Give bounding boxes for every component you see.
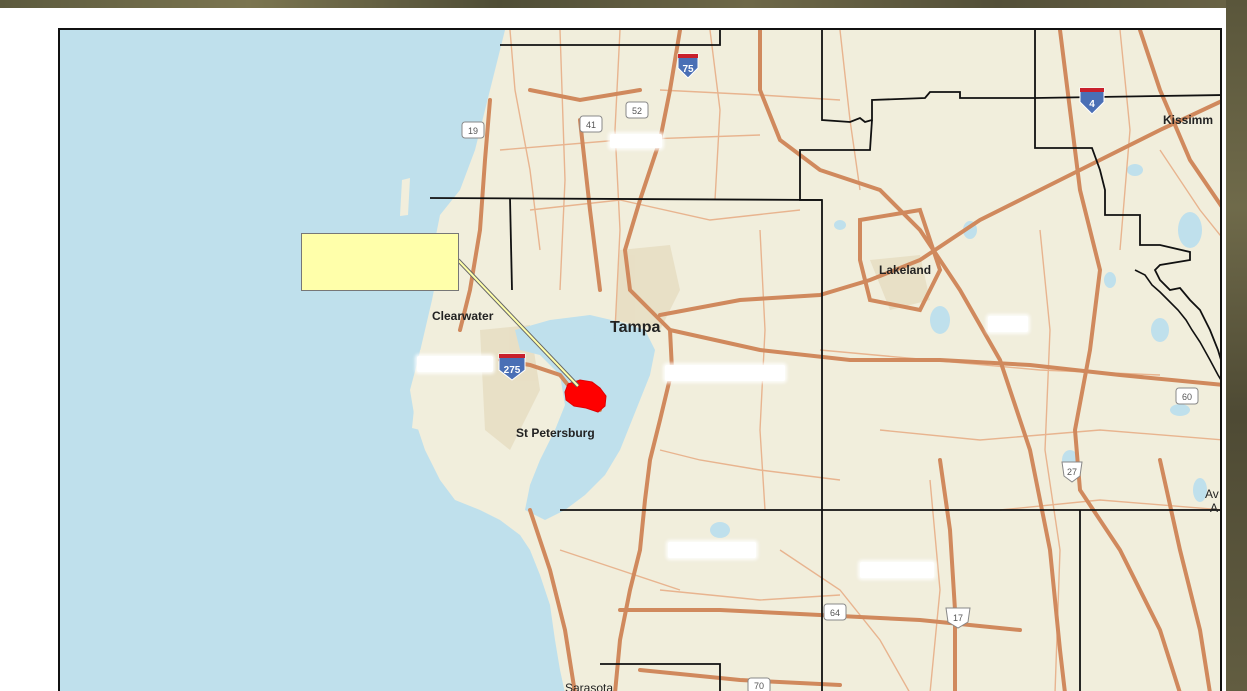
redacted-label-pasco [610,134,662,148]
road-lakeland-loop [858,207,943,313]
i75-road [613,30,682,691]
road-north-west [528,88,642,103]
label-st-petersburg: St Petersburg [516,426,595,440]
road-southeast [1158,458,1212,691]
svg-text:70: 70 [754,681,764,691]
callout-leader-inner [457,259,579,387]
highlighted-site-area[interactable] [564,379,607,413]
us60-road [668,328,1220,387]
svg-text:64: 64 [830,608,840,618]
i4-road [658,99,1220,317]
label-lakeland: Lakeland [879,263,931,277]
svg-text:75: 75 [682,64,694,75]
svg-text:17: 17 [953,613,963,623]
us27-road [1058,30,1182,691]
route-41-shield: 41 [579,115,603,133]
label-kissimmee: Kissimm [1163,113,1213,127]
route-17-shield: 17 [945,607,971,629]
svg-text:27: 27 [1067,467,1077,477]
us41-road [578,118,602,292]
route-52-shield: 52 [625,101,649,119]
route-27-shield: 27 [1061,461,1083,483]
us41-south-road [528,508,577,691]
redacted-label-hardee [860,562,934,578]
old-tampa-bay-water [590,326,635,375]
svg-text:52: 52 [632,106,642,116]
interstate-75-shield: 75 [677,53,699,79]
right-decorative-strip [1226,0,1247,691]
svg-text:19: 19 [468,126,478,136]
us19-road [458,98,492,332]
interstate-4-shield: 4 [1079,87,1105,115]
route-60-shield: 60 [1175,387,1199,405]
redacted-label-pinellas [417,356,493,372]
major-roads [458,30,1220,691]
redacted-label-polk [988,316,1028,332]
gulf-of-mexico-water [60,30,565,691]
svg-text:41: 41 [586,120,596,130]
road-sr70 [638,668,842,687]
road-east [1138,30,1220,208]
us17-road [938,458,957,691]
callout-box[interactable] [301,233,459,291]
interstate-275-shield: 275 [498,353,526,381]
county-boundaries [429,30,1220,691]
map-frame[interactable]: 75 4 275 19 41 52 60 [58,28,1222,691]
label-tampa: Tampa [610,319,660,336]
route-70-shield: 70 [747,677,771,691]
route-64-shield: 64 [823,603,847,621]
inland-lakes [710,164,1207,538]
label-avon-fragment-1: Av [1205,487,1219,501]
redacted-label-hillsborough [665,365,785,381]
map-canvas[interactable]: 75 4 275 19 41 52 60 [60,30,1222,691]
top-decorative-strip [0,0,1247,8]
route-19-shield: 19 [461,121,485,139]
label-avon-fragment-2: A [1210,501,1218,515]
us98-road [758,30,1067,691]
label-sarasota: Sarasota [565,681,613,691]
svg-text:4: 4 [1089,99,1095,110]
river-boundary [1134,269,1220,380]
svg-text:60: 60 [1182,392,1192,402]
redacted-label-manatee [668,542,756,558]
svg-text:275: 275 [504,365,521,376]
label-clearwater: Clearwater [432,309,494,323]
